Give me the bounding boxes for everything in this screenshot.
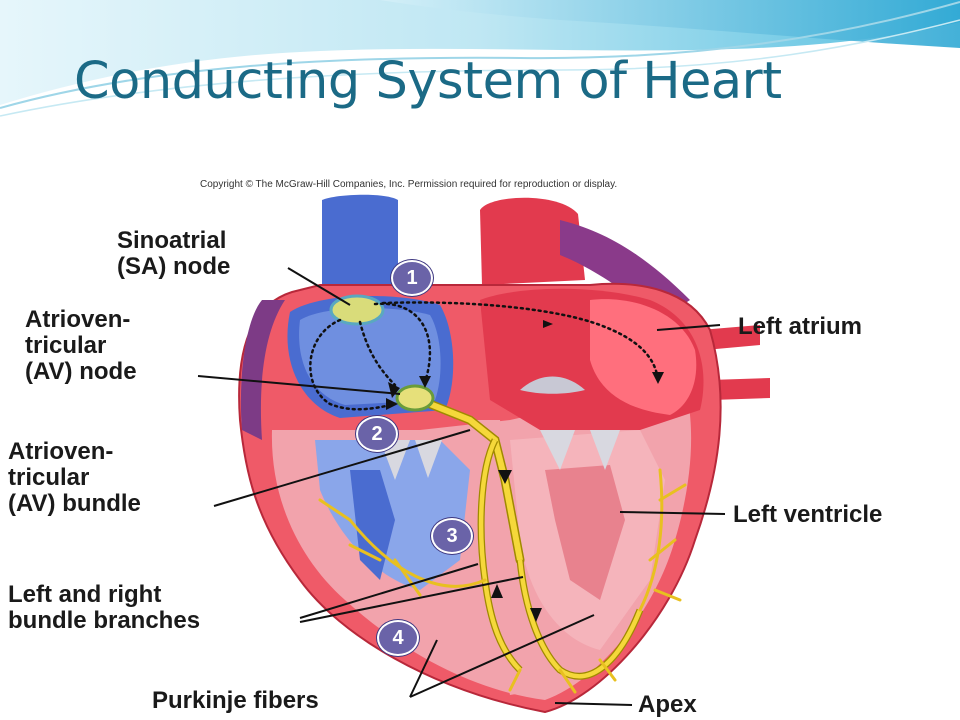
purkinje-fibers-icon (318, 468, 687, 694)
sa-node-icon (329, 294, 385, 326)
septum-icon (470, 420, 540, 695)
aortic-valve-icon (520, 376, 585, 394)
step-marker-2: 2 (356, 416, 398, 452)
header-wave-icon (0, 0, 960, 117)
av-node-icon (395, 384, 435, 412)
label-av-bundle: Atrioven- tricular (AV) bundle (8, 438, 141, 517)
copyright-notice: Copyright © The McGraw-Hill Companies, I… (200, 179, 618, 190)
step-marker-4: 4 (377, 620, 419, 656)
heart-conduction-illustration-icon (197, 194, 770, 714)
label-sa-node: Sinoatrial (SA) node (117, 227, 231, 280)
purple-pericardium-icon (240, 300, 285, 440)
superior-vena-cava-icon (322, 194, 398, 285)
callout-lines-icon (197, 267, 726, 706)
mitral-valve-icon (540, 430, 620, 470)
label-purkinje-fibers: Purkinje fibers (152, 687, 319, 714)
label-av-node: Atrioven- tricular (AV) node (25, 306, 137, 385)
impulse-arrows-icon (309, 301, 660, 411)
label-apex: Apex (638, 691, 697, 718)
label-left-ventricle: Left ventricle (733, 501, 883, 528)
label-left-atrium: Left atrium (738, 313, 863, 340)
label-bundle-branches: Left and right bundle branches (8, 581, 201, 634)
tricuspid-valve-icon (380, 440, 442, 480)
aorta-icon (480, 197, 585, 285)
step-marker-1: 1 (391, 260, 433, 296)
step-marker-3: 3 (431, 518, 473, 554)
slide-title: Conducting System of Heart (74, 52, 782, 111)
